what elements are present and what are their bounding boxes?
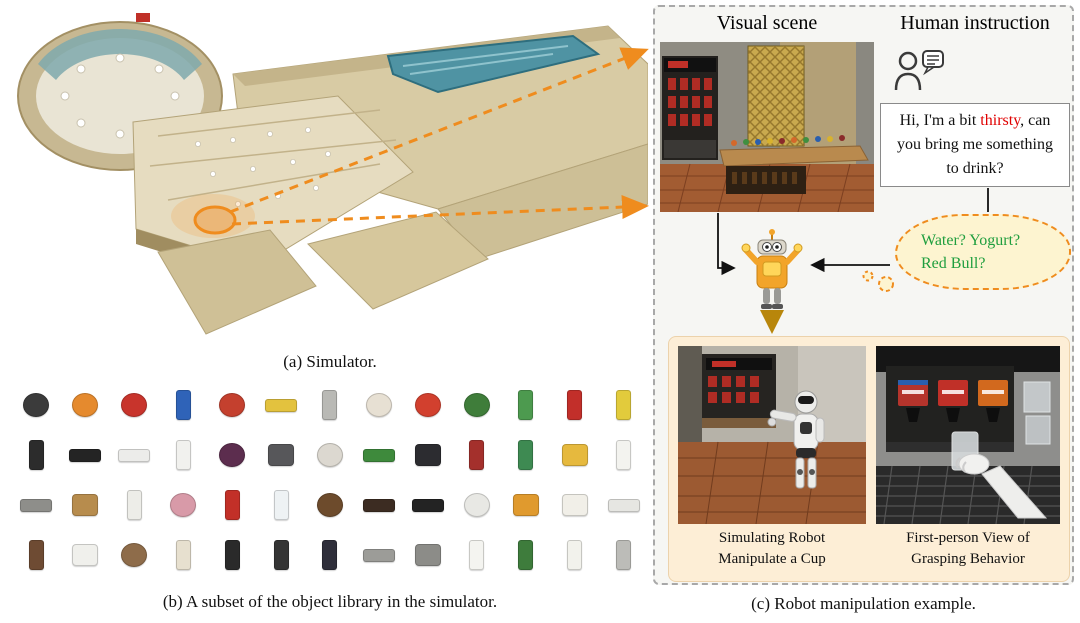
coffee-bag-thumb xyxy=(175,540,191,570)
simulating-robot-image xyxy=(678,346,866,524)
caption-a: (a) Simulator. xyxy=(283,352,377,371)
rubiks-cube-thumb xyxy=(512,494,539,516)
instruction-text-pre: Hi, I'm a bit xyxy=(899,112,981,129)
blue-snack-pack-thumb xyxy=(175,390,191,420)
spray-bottle-thumb xyxy=(469,540,485,570)
sub-caption-right-line1: First-person View of xyxy=(906,530,1030,546)
donut-thumb xyxy=(170,493,197,517)
sub-caption-left-line2: Manipulate a Cup xyxy=(718,551,826,567)
watermelon-thumb xyxy=(463,393,490,417)
sub-caption-left-line1: Simulating Robot xyxy=(718,530,826,546)
instruction-box: Hi, I'm a bit thirsty, can you bring me … xyxy=(880,103,1070,187)
thought-cloud: Water? Yogurt? Red Bull? xyxy=(895,214,1071,290)
black-speaker-thumb xyxy=(69,448,102,462)
black-pot-thumb xyxy=(411,498,444,512)
apple-thumb xyxy=(219,393,246,417)
simulator-highlight-circle xyxy=(193,205,237,235)
white-cup-thumb xyxy=(175,440,191,470)
mortar-pestle-thumb xyxy=(20,498,53,512)
person-speech-icon xyxy=(894,50,944,91)
human-instruction-title: Human instruction xyxy=(900,12,1050,34)
yogurt-drink-thumb xyxy=(567,540,583,570)
sub-caption-right-line2: Grasping Behavior xyxy=(911,551,1025,567)
chocolate-box-thumb xyxy=(362,498,395,512)
textured-ball-thumb xyxy=(463,493,490,517)
milk-bottle-thumb xyxy=(616,440,632,470)
green-bottle-thumb xyxy=(518,540,534,570)
soy-sauce-bottle-thumb xyxy=(28,440,44,470)
white-bowl-thumb xyxy=(118,448,151,462)
tomato-thumb xyxy=(414,393,441,417)
walnut-thumb xyxy=(121,543,148,567)
black-box-thumb xyxy=(414,444,441,466)
juice-carton-thumb xyxy=(616,390,632,420)
gray-box-thumb xyxy=(414,544,441,566)
serving-tray-thumb xyxy=(362,548,395,562)
bead-bracelet-thumb xyxy=(316,493,343,517)
drink-table xyxy=(719,145,869,167)
chips-can-thumb xyxy=(224,490,240,520)
sub-caption-right: First-person View of Grasping Behavior xyxy=(876,528,1060,570)
caption-b: (b) A subset of the object library in th… xyxy=(162,592,498,611)
humanoid-robot xyxy=(767,390,825,489)
milk-carton-thumb xyxy=(273,490,289,520)
yellow-bowl-thumb xyxy=(265,398,298,412)
green-drink-bottle-thumb xyxy=(518,440,534,470)
teddy-bear-thumb xyxy=(365,393,392,417)
sub-caption-left: Simulating Robot Manipulate a Cup xyxy=(678,528,866,570)
red-book-thumb xyxy=(469,440,485,470)
mangosteen-thumb xyxy=(219,443,246,467)
simulator-image xyxy=(17,13,648,335)
visual-scene-image xyxy=(660,42,874,212)
instruction-highlight: thirsty xyxy=(980,112,1021,129)
orange-thumb xyxy=(72,393,99,417)
gray-cup-thumb xyxy=(616,540,632,570)
green-carton-thumb xyxy=(518,390,534,420)
paper-bag-thumb xyxy=(561,494,588,516)
kettle-thumb xyxy=(23,393,50,417)
dark-bottle-thumb xyxy=(322,540,338,570)
cucumber-thumb xyxy=(362,448,395,462)
tissue-pack-thumb xyxy=(607,498,640,512)
plush-toy-thumb xyxy=(316,443,343,467)
object-library-grid xyxy=(12,380,648,582)
visual-scene-title: Visual scene xyxy=(716,12,818,34)
robot-icon xyxy=(741,229,803,309)
thought-line-1: Water? Yogurt? xyxy=(921,231,1021,249)
dispenser-nozzles xyxy=(898,380,1008,422)
kitchen-scale-thumb xyxy=(72,544,99,566)
snack-bag-thumb xyxy=(561,444,588,466)
strawberry-thumb xyxy=(121,393,148,417)
first-person-grasp-image xyxy=(876,346,1060,524)
caption-c: (c) Robot manipulation example. xyxy=(751,594,976,613)
black-cylinder-thumb xyxy=(273,540,289,570)
instruction-text-post: , can you bring me something to drink? xyxy=(897,112,1053,177)
paper-roll-thumb xyxy=(322,390,338,420)
white-canister-thumb xyxy=(126,490,142,520)
calculator-thumb xyxy=(268,444,295,466)
gripper-hand xyxy=(951,431,1048,519)
coffee-cup-thumb xyxy=(28,540,44,570)
trash-bin-thumb xyxy=(224,540,240,570)
thought-line-2: Red Bull? xyxy=(921,255,986,272)
coffee-mug-thumb xyxy=(72,494,99,516)
red-tube-thumb xyxy=(567,390,583,420)
